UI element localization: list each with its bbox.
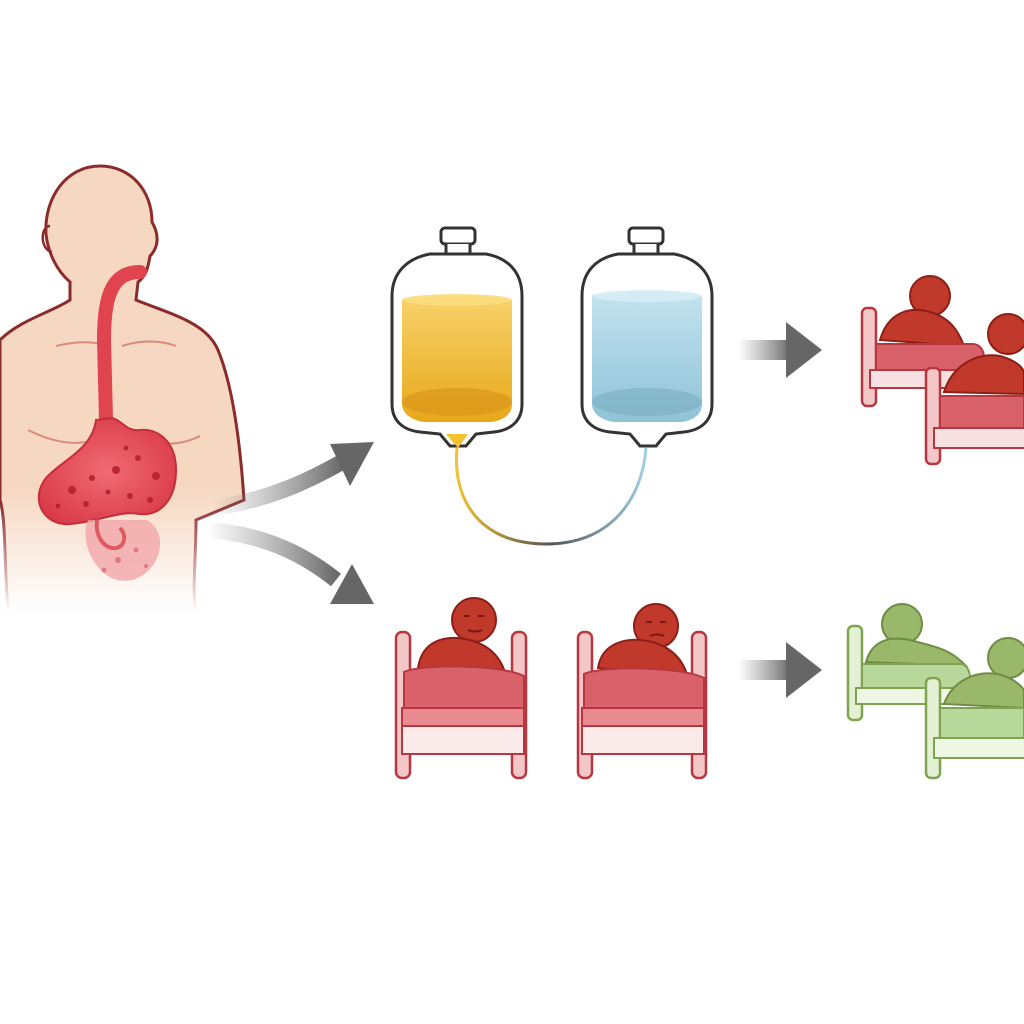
curved-arrow-down-head <box>330 564 374 604</box>
bed-headboard <box>924 366 942 466</box>
patient-in-bed-icon <box>846 603 1024 780</box>
bed-blanket <box>939 395 1024 431</box>
bed-mattress <box>581 707 705 727</box>
bag-fluid-surface <box>402 294 512 306</box>
ear <box>41 224 53 254</box>
arrow-right-icon <box>205 522 374 604</box>
patient-in-bed-icon <box>394 597 528 780</box>
bed-mattress <box>933 737 1024 759</box>
patient-face <box>646 621 666 637</box>
arrow-right-icon <box>210 442 374 516</box>
patient-in-bed-icon <box>860 275 1024 466</box>
stomach <box>37 416 178 526</box>
patient-body <box>878 308 966 348</box>
patient-in-bed-icon <box>576 603 708 780</box>
iv-bag-yellow-icon <box>390 226 524 448</box>
human-torso-digestive-icon <box>0 164 246 614</box>
arrow-head <box>786 642 822 698</box>
bag-fluid-surface <box>592 290 702 302</box>
patient-head <box>987 637 1024 679</box>
bed-blanket <box>861 663 971 691</box>
bag-fluid <box>592 291 702 422</box>
bed-headboard <box>846 624 864 722</box>
bed-headboard <box>924 676 942 780</box>
bed-blanket <box>403 665 525 713</box>
patient-body <box>864 637 969 668</box>
bed-headboard <box>860 306 878 408</box>
bed-mattress <box>933 427 1024 449</box>
patient-body <box>942 672 1024 710</box>
patient-body <box>942 354 1024 396</box>
iv-bag-blue-icon <box>580 226 714 448</box>
arrow-shaft <box>738 340 790 360</box>
bed-frame <box>401 725 525 755</box>
duodenum <box>94 511 127 551</box>
arrow-right-icon <box>738 642 822 698</box>
bag-drip <box>446 434 468 448</box>
patient-face <box>464 615 484 633</box>
intestine-texture <box>101 547 148 573</box>
curved-arrow-up <box>210 455 346 516</box>
patient-head <box>987 313 1024 355</box>
bed-frame <box>581 725 705 755</box>
patient-head <box>451 597 497 643</box>
arrow-shaft <box>738 660 790 680</box>
bed-blanket <box>939 707 1024 741</box>
bag-cap <box>439 226 477 246</box>
curved-arrow-up-head <box>330 442 374 486</box>
arrow-head <box>786 322 822 378</box>
bag-fluid-bottom <box>592 388 702 416</box>
stomach-texture <box>55 445 160 509</box>
bag-cap <box>627 226 665 246</box>
bed-mattress <box>401 707 525 727</box>
curved-arrow-down <box>205 522 341 587</box>
bed-blanket <box>583 667 705 713</box>
bag-fluid-bottom <box>402 388 512 416</box>
esophagus <box>96 265 147 427</box>
arrow-right-icon <box>738 322 822 378</box>
intestine <box>85 520 161 581</box>
iv-tube <box>454 447 648 546</box>
